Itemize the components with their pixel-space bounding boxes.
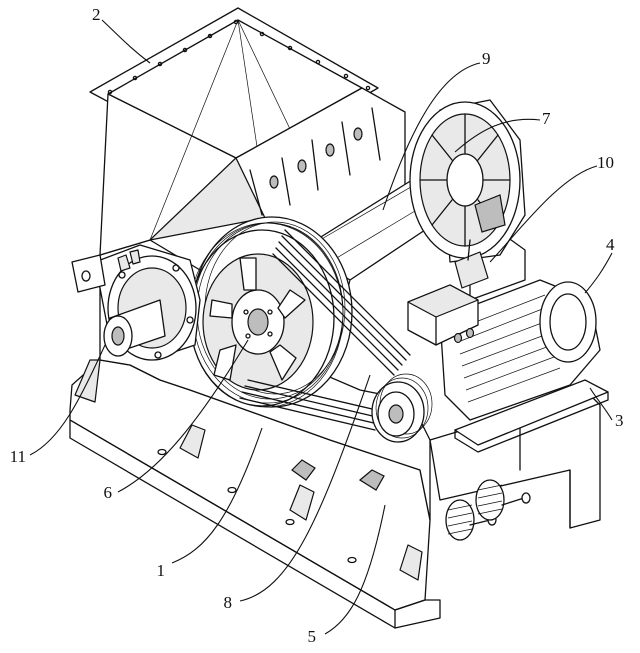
callout-9: 9: [482, 49, 491, 68]
leader-11: [29, 344, 106, 456]
callout-10: 10: [597, 153, 614, 172]
electric-motor: [407, 279, 609, 453]
callout-5: 5: [308, 627, 317, 646]
callout-6: 6: [104, 483, 113, 502]
leader-10: [489, 165, 598, 263]
leader-1: [171, 427, 263, 564]
callout-labels: 1 2 3 4 5 6 7 8 9 10 11: [10, 5, 624, 646]
leader-9: [382, 62, 481, 211]
large-pulley: [188, 216, 353, 408]
callout-8: 8: [224, 593, 233, 612]
leader-lines: [29, 19, 613, 635]
spring-bolts: [445, 479, 531, 541]
callout-7: 7: [542, 109, 551, 128]
bearing-housing: [71, 244, 201, 361]
callout-2: 2: [92, 5, 101, 24]
v-belts: [239, 229, 411, 431]
leader-8: [239, 374, 371, 602]
feed-hopper: [89, 7, 406, 256]
leader-5: [324, 504, 386, 635]
leader-2: [101, 19, 151, 64]
leader-6: [117, 339, 249, 493]
leader-7: [454, 118, 541, 153]
callout-11: 11: [10, 447, 26, 466]
small-pulley: [371, 373, 433, 443]
callout-3: 3: [615, 411, 624, 430]
callout-1: 1: [157, 561, 166, 580]
leader-3: [589, 387, 613, 421]
callout-4: 4: [606, 235, 615, 254]
tension-adjuster: [454, 239, 489, 289]
leader-4: [584, 252, 613, 294]
flywheel: [409, 99, 526, 263]
